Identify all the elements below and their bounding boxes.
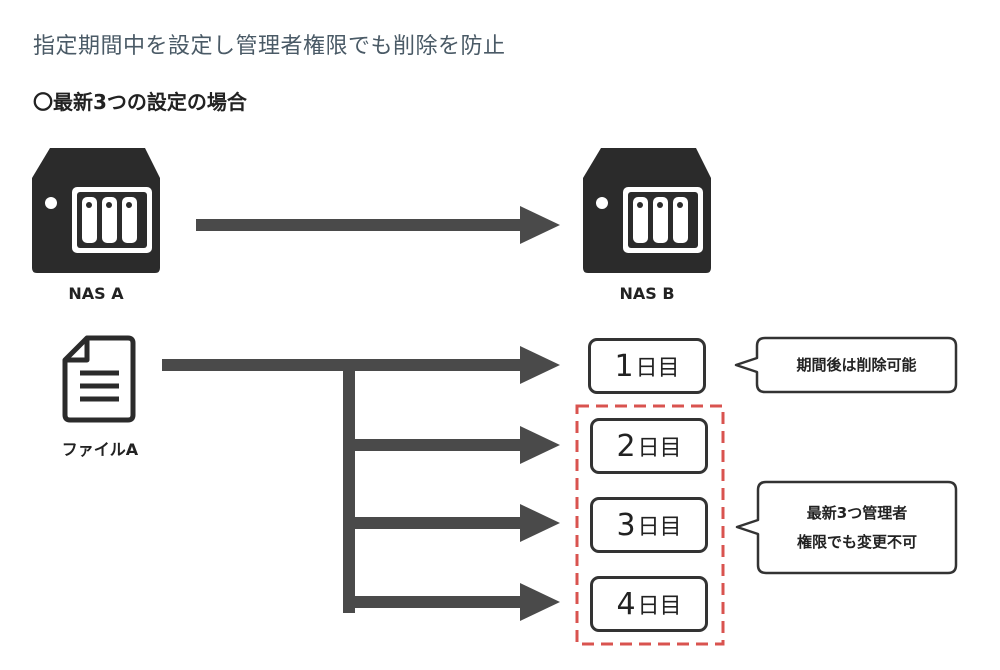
day-number: 4 — [616, 586, 636, 622]
day-unit: 日目 — [637, 436, 682, 461]
bubble-bottom-line1: 最新3つ管理者 — [806, 504, 908, 522]
section-subtitle: 〇最新3つの設定の場合 — [33, 90, 247, 114]
day-number: 3 — [616, 507, 636, 543]
day-unit: 日目 — [637, 515, 682, 540]
backup-arrows — [162, 346, 560, 621]
protected-region-outline — [575, 404, 725, 646]
day-number: 2 — [616, 428, 636, 464]
speech-bubble-top — [734, 336, 958, 394]
nas-a-icon — [32, 148, 160, 273]
day-number: 1 — [614, 348, 634, 384]
nas-b-icon — [583, 148, 711, 273]
document-icon — [62, 335, 136, 423]
nas-a-label: NAS A — [68, 284, 124, 303]
nas-b-label: NAS B — [619, 284, 675, 303]
page-title: 指定期間中を設定し管理者権限でも削除を防止 — [33, 34, 506, 59]
day-unit: 日目 — [637, 594, 682, 619]
day-unit: 日目 — [635, 356, 680, 381]
bubble-bottom-line2: 権限でも変更不可 — [796, 533, 917, 551]
bubble-top-text: 期間後は削除可能 — [796, 356, 917, 374]
nas-transfer-arrow — [196, 206, 560, 244]
file-label: ファイルA — [61, 440, 139, 459]
speech-bubble-bottom — [735, 480, 958, 575]
